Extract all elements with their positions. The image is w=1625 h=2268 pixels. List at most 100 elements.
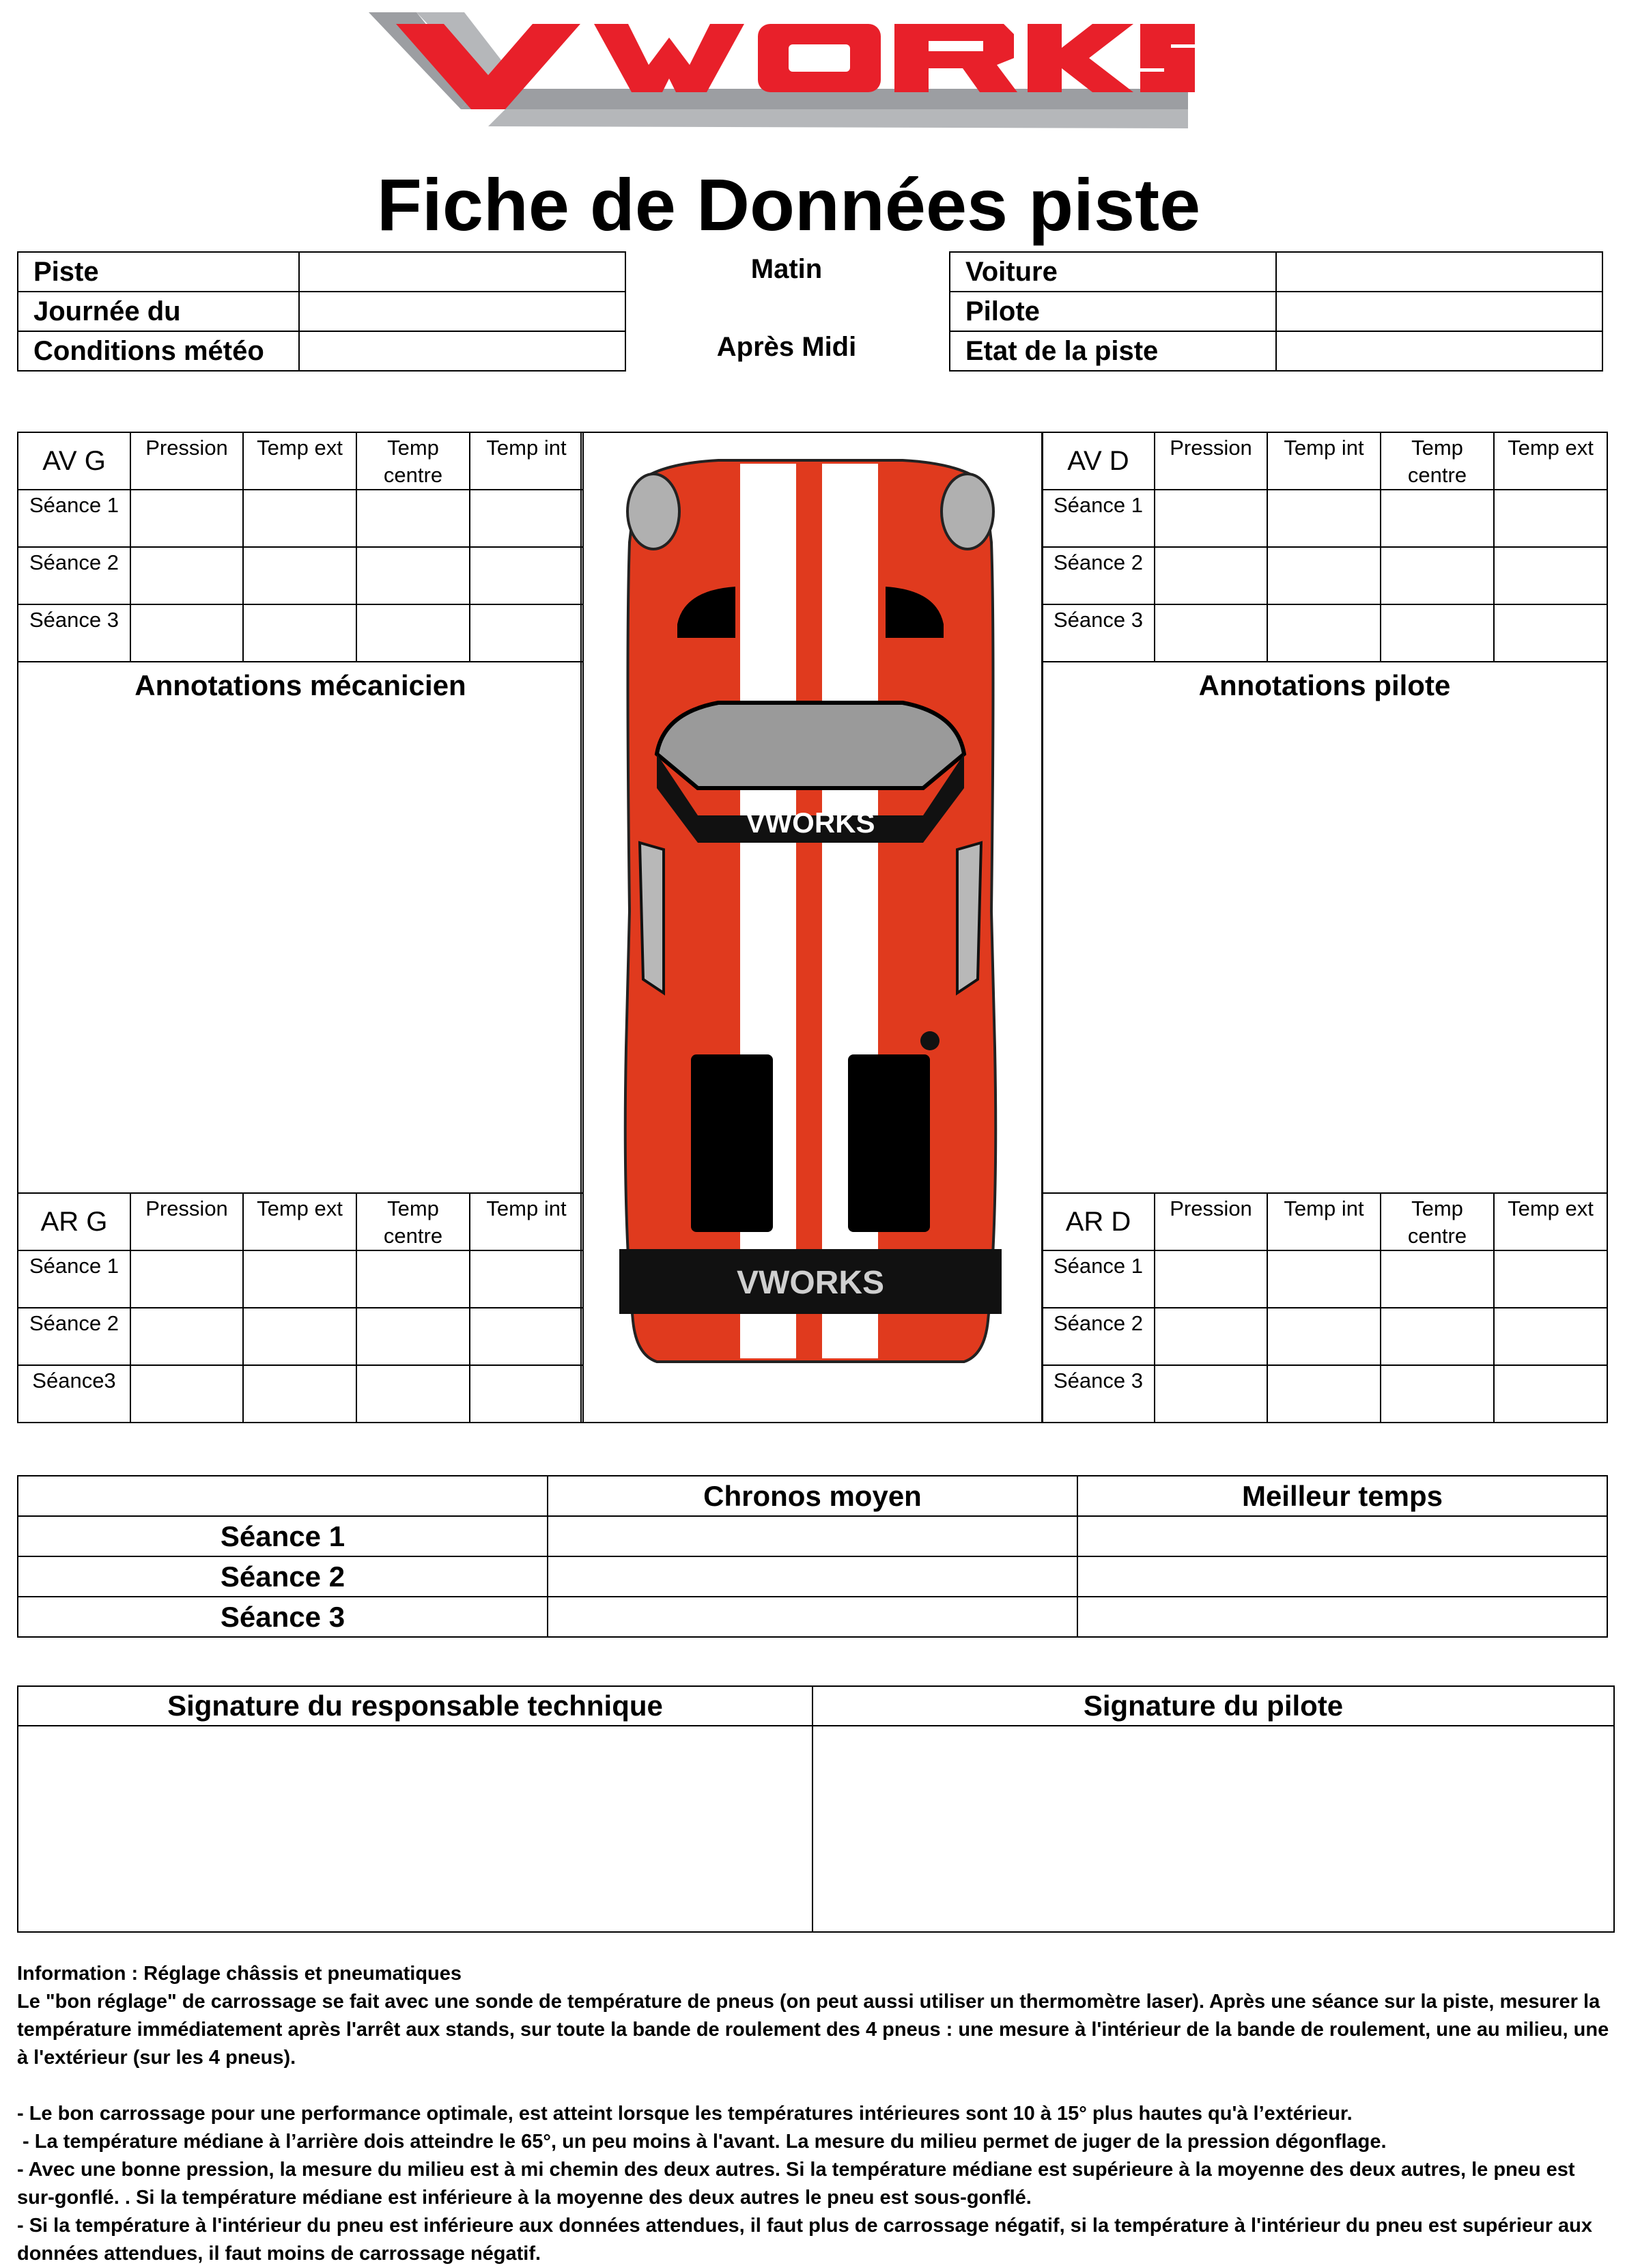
corner-label-ar-d: AR D	[1041, 1192, 1155, 1251]
row-label-seance: Séance 1	[17, 1250, 131, 1308]
col-header: Pression	[1154, 1192, 1268, 1251]
header-field-meteo[interactable]	[298, 331, 626, 372]
data-cell[interactable]	[1380, 1250, 1495, 1308]
lap-times-table: Chronos moyen Meilleur temps Séance 1 Sé…	[17, 1475, 1608, 1638]
tyre-table-rear-right: AR D Pression Temp int Temp centre Temp …	[1041, 1192, 1608, 1423]
data-cell[interactable]	[130, 1250, 244, 1308]
mechanic-notes-area[interactable]: Annotations mécanicien	[17, 661, 584, 1194]
information-paragraph: Le "bon réglage" de carrossage se fait a…	[17, 1991, 1609, 2069]
header-field-piste[interactable]	[298, 251, 626, 292]
information-section: Information : Réglage châssis et pneumat…	[17, 1960, 1615, 2268]
car-top-view-image: VWORKS VWORKS	[619, 459, 1002, 1363]
data-cell[interactable]	[1380, 546, 1495, 605]
data-cell[interactable]	[356, 546, 470, 605]
data-cell[interactable]	[1154, 1250, 1268, 1308]
data-cell[interactable]	[130, 1364, 244, 1423]
signature-technical-label: Signature du responsable technique	[17, 1685, 813, 1726]
data-cell[interactable]	[1267, 1364, 1381, 1423]
page-title: Fiche de Données piste	[376, 163, 1201, 246]
col-header: Temp int	[1267, 1192, 1381, 1251]
row-label-seance: Séance 1	[1041, 489, 1155, 548]
data-cell[interactable]	[1380, 1364, 1495, 1423]
data-cell[interactable]	[1154, 489, 1268, 548]
col-header: Temp centre	[1380, 1192, 1495, 1251]
data-cell[interactable]	[1380, 1307, 1495, 1366]
col-header: Temp centre	[356, 432, 470, 490]
data-cell[interactable]	[1154, 546, 1268, 605]
chrono-cell[interactable]	[547, 1515, 1078, 1557]
data-cell[interactable]	[1493, 1250, 1608, 1308]
data-cell[interactable]	[469, 1307, 584, 1366]
row-label-seance: Séance 3	[1041, 604, 1155, 662]
vworks-logo-graphic	[369, 12, 1195, 128]
corner-label-ar-g: AR G	[17, 1192, 131, 1251]
chrono-header-average: Chronos moyen	[547, 1475, 1078, 1517]
header-label-meteo: Conditions météo	[17, 331, 300, 372]
data-cell[interactable]	[1380, 604, 1495, 662]
data-cell[interactable]	[469, 1250, 584, 1308]
chrono-cell[interactable]	[547, 1556, 1078, 1597]
data-cell[interactable]	[242, 489, 357, 548]
row-label-seance: Séance 2	[17, 1307, 131, 1366]
data-cell[interactable]	[1267, 1307, 1381, 1366]
data-cell[interactable]	[130, 604, 244, 662]
data-cell[interactable]	[1493, 1307, 1608, 1366]
data-cell[interactable]	[242, 1250, 357, 1308]
data-cell[interactable]	[469, 546, 584, 605]
data-cell[interactable]	[1267, 546, 1381, 605]
data-cell[interactable]	[1267, 489, 1381, 548]
tyre-table-front-left: AV G Pression Temp ext Temp centre Temp …	[17, 432, 584, 1194]
row-label-seance: Séance 2	[1041, 546, 1155, 605]
data-cell[interactable]	[469, 489, 584, 548]
data-cell[interactable]	[130, 1307, 244, 1366]
information-bullet: - Si la température à l'intérieur du pne…	[17, 2215, 1593, 2265]
data-cell[interactable]	[356, 1250, 470, 1308]
data-cell[interactable]	[1154, 604, 1268, 662]
col-header: Temp centre	[356, 1192, 470, 1251]
data-cell[interactable]	[469, 1364, 584, 1423]
data-cell[interactable]	[356, 489, 470, 548]
data-cell[interactable]	[1493, 604, 1608, 662]
signature-technical-field[interactable]	[17, 1725, 813, 1933]
data-cell[interactable]	[242, 1307, 357, 1366]
data-cell[interactable]	[356, 604, 470, 662]
signature-driver-field[interactable]	[812, 1725, 1615, 1933]
data-cell[interactable]	[242, 604, 357, 662]
session-morning: Matin	[750, 254, 823, 284]
data-cell[interactable]	[130, 546, 244, 605]
data-cell[interactable]	[356, 1307, 470, 1366]
data-cell[interactable]	[1154, 1307, 1268, 1366]
header-field-journee[interactable]	[298, 291, 626, 332]
data-cell[interactable]	[242, 546, 357, 605]
data-cell[interactable]	[1267, 604, 1381, 662]
data-cell[interactable]	[469, 604, 584, 662]
header-field-pilote[interactable]	[1275, 291, 1603, 332]
header-field-etat-piste[interactable]	[1275, 331, 1603, 372]
header-label-pilote: Pilote	[949, 291, 1277, 332]
data-cell[interactable]	[1267, 1250, 1381, 1308]
data-cell[interactable]	[242, 1364, 357, 1423]
chrono-cell[interactable]	[1077, 1556, 1608, 1597]
col-header: Temp ext	[242, 432, 357, 490]
col-header: Temp int	[469, 1192, 584, 1251]
chrono-row-label: Séance 2	[17, 1556, 548, 1597]
chrono-cell[interactable]	[1077, 1515, 1608, 1557]
data-cell[interactable]	[1493, 489, 1608, 548]
header-label-journee: Journée du	[17, 291, 300, 332]
data-cell[interactable]	[1493, 546, 1608, 605]
data-cell[interactable]	[1154, 1364, 1268, 1423]
signature-driver-label: Signature du pilote	[812, 1685, 1615, 1726]
data-cell[interactable]	[130, 489, 244, 548]
chrono-cell[interactable]	[1077, 1596, 1608, 1638]
data-cell[interactable]	[1493, 1364, 1608, 1423]
driver-notes-area[interactable]: Annotations pilote	[1041, 661, 1608, 1194]
data-cell[interactable]	[356, 1364, 470, 1423]
header-field-voiture[interactable]	[1275, 251, 1603, 292]
data-cell[interactable]	[1380, 489, 1495, 548]
chrono-header-best: Meilleur temps	[1077, 1475, 1608, 1517]
chrono-cell[interactable]	[547, 1596, 1078, 1638]
information-bullet: - Avec une bonne pression, la mesure du …	[17, 2159, 1575, 2209]
col-header: Temp ext	[1493, 432, 1608, 490]
mechanic-notes-title: Annotations mécanicien	[135, 669, 466, 701]
information-bullet: - La température médiane à l’arrière doi…	[17, 2131, 1387, 2153]
